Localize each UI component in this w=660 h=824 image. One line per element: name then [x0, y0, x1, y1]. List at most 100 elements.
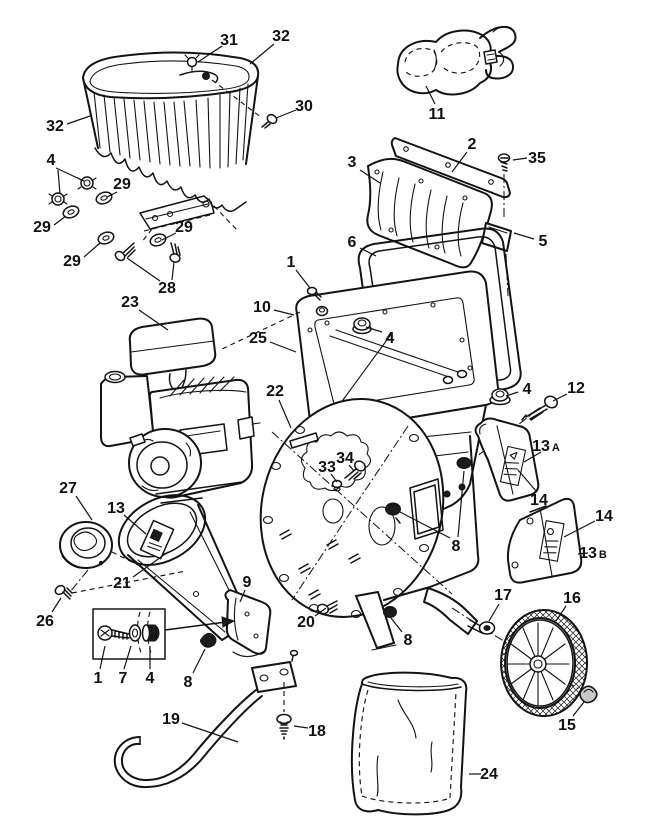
- inset-nut-4: [141, 624, 160, 642]
- leader-line-4: [365, 326, 383, 333]
- callout-18: 18: [308, 723, 326, 740]
- warning-label-14a: [499, 445, 527, 487]
- flange-nut-4a: [77, 176, 97, 190]
- leader-line-27: [75, 495, 93, 521]
- leader-line-2: [451, 151, 468, 173]
- callout-29: 29: [33, 219, 51, 236]
- callout-21: 21: [113, 575, 131, 592]
- push-nut-8: [200, 632, 217, 648]
- wheel-group: [451, 607, 598, 717]
- funnel-21: [117, 494, 248, 641]
- leader-line-32: [249, 43, 275, 65]
- callout-14: 14: [595, 508, 613, 525]
- leader-line-9: [239, 589, 246, 603]
- leader-line-19: [181, 722, 239, 743]
- leader-line-17: [488, 603, 500, 622]
- flange-nut-4b: [48, 192, 68, 206]
- leader-line-29: [53, 215, 67, 226]
- leader-line-3: [359, 169, 381, 184]
- engine: [100, 317, 261, 504]
- callout-1: 1: [94, 670, 103, 687]
- leader-line-29: [161, 232, 177, 241]
- collection-bag: [350, 671, 468, 816]
- callout-13: 13: [107, 500, 125, 517]
- callout-7: 7: [119, 670, 128, 687]
- callout-5: 5: [539, 233, 548, 250]
- nut-8-on-plate: [385, 502, 401, 524]
- leader-line-18: [293, 725, 309, 729]
- leader-line-8: [390, 617, 403, 633]
- bolt-34: [344, 460, 366, 481]
- callout-28: 28: [158, 280, 176, 297]
- leader-line-16: [555, 605, 567, 622]
- callout-4: 4: [386, 330, 395, 347]
- leader-line-28: [171, 261, 175, 281]
- leader-line-34: [348, 464, 355, 472]
- funnel-label-13: [139, 519, 175, 560]
- leader-line-13: [123, 514, 147, 535]
- leader-line-23: [138, 309, 169, 331]
- callout-12: 12: [567, 380, 585, 397]
- callout-3: 3: [348, 154, 357, 171]
- flange-nut-4-right: [489, 388, 511, 406]
- callout-30: 30: [295, 98, 313, 115]
- leader-line-33: [330, 473, 338, 483]
- callout-8: 8: [452, 538, 461, 555]
- wheel-16: [500, 609, 589, 717]
- guard-13B: [506, 497, 583, 584]
- callout-29: 29: [113, 176, 131, 193]
- screw-33: [331, 479, 343, 492]
- leader-line-4: [55, 167, 85, 182]
- leader-line-4: [57, 169, 61, 195]
- carriage-nut-4-in-hopper: [352, 317, 372, 335]
- deflector-panel-3: [366, 157, 493, 269]
- collar-27: [59, 521, 113, 569]
- callout-1: 1: [287, 254, 296, 271]
- leader-line-26: [51, 597, 62, 613]
- leader-line-21: [132, 551, 169, 578]
- leader-line-22: [278, 399, 292, 429]
- callout-32: 32: [272, 28, 290, 45]
- leader-line-8: [399, 511, 451, 539]
- leader-line-31: [197, 45, 223, 63]
- basket-clip-31: [184, 54, 210, 80]
- callout-14: 14: [530, 492, 548, 509]
- mount-hardware-left: [48, 176, 239, 263]
- callout-32: 32: [46, 118, 64, 135]
- callout-35: 35: [528, 150, 546, 167]
- nut-8-mid: [383, 606, 397, 618]
- nut-8-housing: [456, 457, 472, 469]
- callout-22: 22: [266, 383, 284, 400]
- screw-1: [306, 286, 322, 301]
- callout-27: 27: [59, 480, 77, 497]
- callout-24: 24: [480, 766, 498, 783]
- warning-label-14b: [539, 520, 565, 562]
- leader-line-6: [359, 247, 377, 257]
- leader-line-8: [457, 470, 465, 538]
- callout-16: 16: [563, 590, 581, 607]
- callout-10: 10: [253, 299, 271, 316]
- callout-33: 33: [318, 459, 336, 476]
- chipper-funnel: [54, 494, 272, 658]
- callout-19: 19: [162, 711, 180, 728]
- callout-20: 20: [297, 614, 315, 631]
- leader-line-15: [572, 701, 585, 717]
- safety-goggles: [396, 26, 517, 96]
- support-bracket: [139, 195, 239, 244]
- studs: [279, 529, 361, 600]
- leader-line-10: [273, 309, 295, 316]
- recoil-starter: [128, 428, 202, 498]
- callout-4: 4: [47, 152, 56, 169]
- screw-26: [54, 584, 73, 600]
- handle-rod: [113, 649, 299, 789]
- leader-line-28: [126, 257, 161, 282]
- inset-hardware-box: [92, 608, 236, 660]
- mount-strip-2: [390, 137, 511, 199]
- leader-line-25: [269, 341, 297, 353]
- guard-assembly: [471, 388, 583, 584]
- leader-line-32: [66, 115, 91, 125]
- callout-17: 17: [494, 587, 512, 604]
- callout-8: 8: [404, 632, 413, 649]
